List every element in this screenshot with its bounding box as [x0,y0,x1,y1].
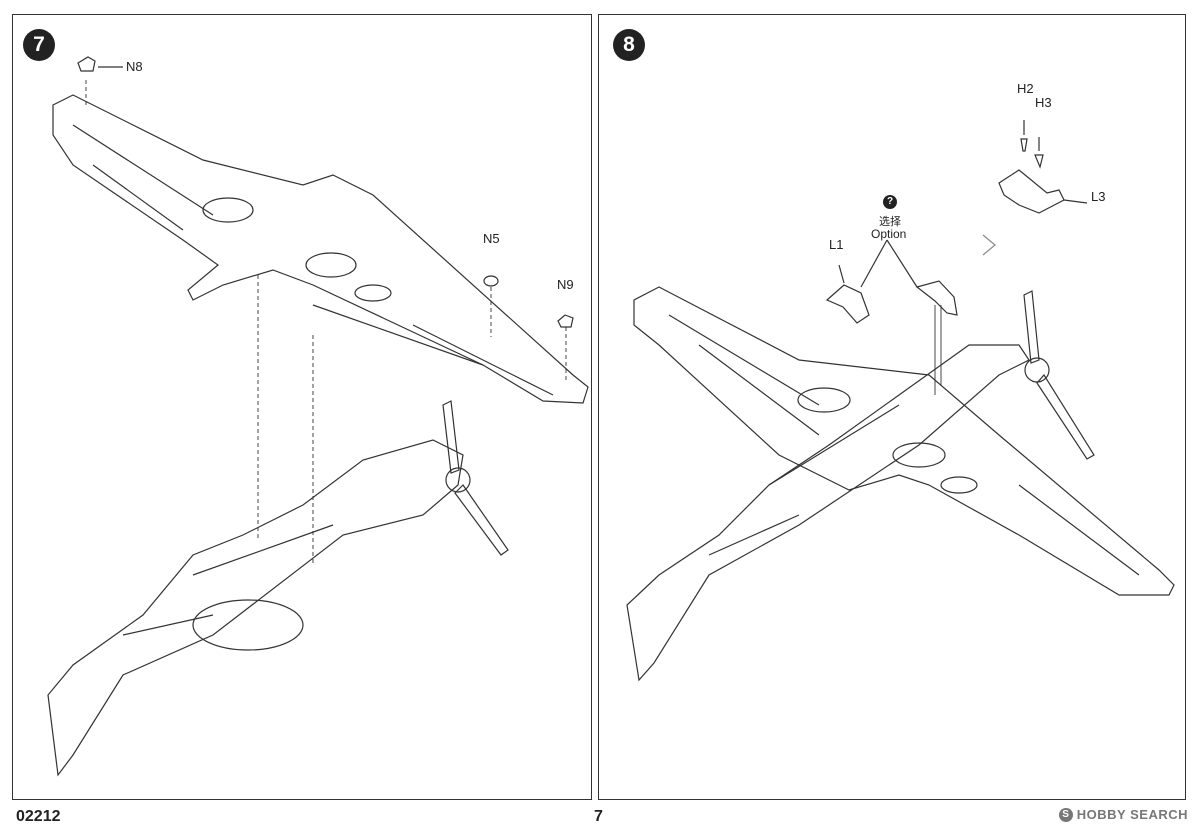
orientation-arrow-icon [982,234,996,256]
model-code: 02212 [16,808,61,825]
step-number-badge: 8 [613,29,645,61]
part-n5 [483,275,499,287]
watermark: S HOBBY SEARCH [1058,807,1188,822]
step-8-diagram [626,120,1175,682]
part-n8 [77,56,96,72]
propeller [1023,290,1095,460]
option-label-en: Option [871,227,907,241]
step-7-diagram [47,56,589,777]
part-l3 [998,169,1065,214]
step-number-badge: 7 [23,29,55,61]
part-n9 [557,314,574,328]
step-8-panel: 8 [598,14,1186,800]
hobby-search-logo-icon: S [1058,807,1073,822]
part-label-l3: L3 [1091,189,1106,204]
fuselage-assembly [47,439,464,777]
part-label-n9: N9 [557,277,574,292]
wing-assembly [52,94,589,404]
part-label-l1: L1 [829,237,844,252]
part-label-n8: N8 [126,59,143,74]
part-label-n5: N5 [483,231,500,246]
part-label-h3: H3 [1035,95,1052,110]
watermark-text: HOBBY SEARCH [1076,807,1188,822]
propeller [442,400,509,556]
option-label-cn: 选择 [879,216,901,228]
part-l1-option [915,280,958,316]
part-h3 [1034,154,1044,169]
fuselage-assembly [626,344,1030,682]
wing-assembly [633,286,1175,596]
option-question-icon: ? [883,195,897,209]
part-l1 [825,284,870,324]
page-number: 7 [594,808,603,825]
part-label-h2: H2 [1017,81,1034,96]
part-h2 [1020,138,1028,152]
step-7-panel: 7 [12,14,592,800]
